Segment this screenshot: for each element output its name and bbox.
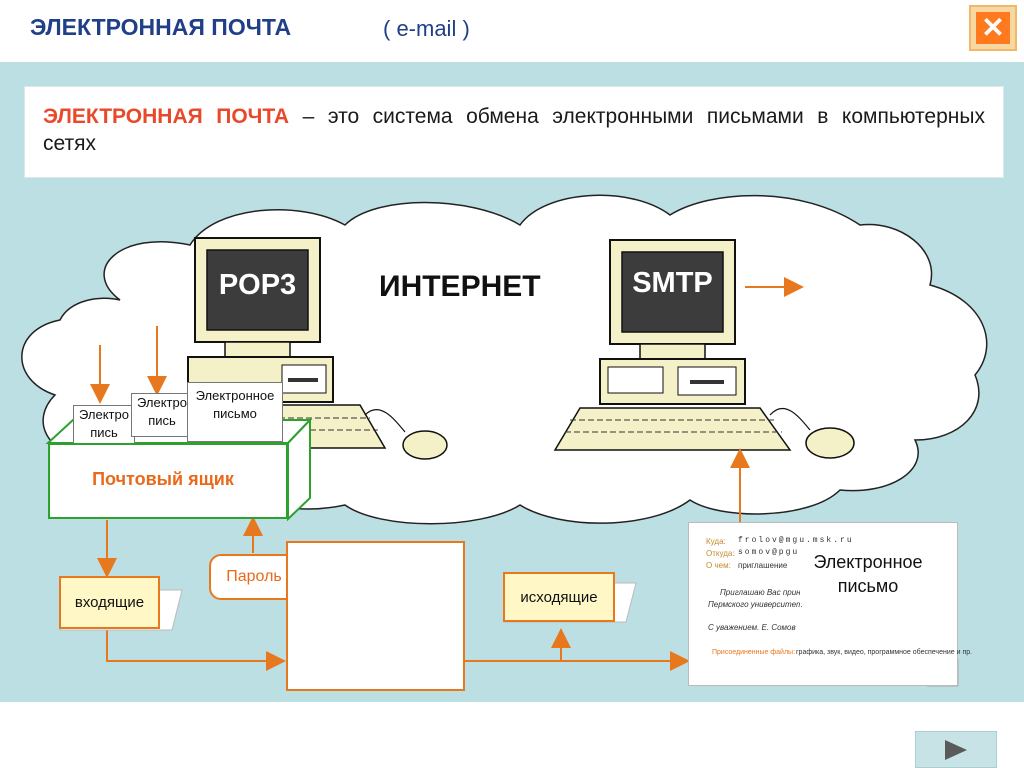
user-box	[286, 541, 465, 691]
definition-term: ЭЛЕКТРОННАЯ ПОЧТА	[43, 105, 290, 128]
close-icon: ✕	[976, 12, 1010, 44]
close-button[interactable]: ✕	[969, 5, 1017, 51]
footer-bar	[0, 702, 1024, 768]
outgoing-tag: исходящие	[503, 572, 615, 622]
letter-partial-2: Электро пись	[131, 393, 193, 437]
smtp-label: SMTP	[632, 267, 713, 299]
definition-box: ЭЛЕКТРОННАЯ ПОЧТА – это система обмена э…	[24, 86, 1004, 178]
header-bar	[0, 0, 1024, 62]
play-arrow-icon	[945, 739, 967, 760]
pop3-label: POP3	[218, 269, 297, 301]
internet-label: ИНТЕРНЕТ	[379, 270, 541, 303]
letter-full: Электронное письмо	[187, 382, 283, 442]
definition-text: – это система обмена электронными письма…	[43, 105, 985, 155]
smtp-computer-icon	[553, 239, 855, 459]
letter-partial-1: Электро пись	[73, 405, 135, 445]
page-title: ЭЛЕКТРОННАЯ ПОЧТА	[30, 14, 292, 40]
page-subtitle: ( e-mail )	[383, 16, 470, 41]
email-letter-label: Электронное письмо	[800, 550, 936, 606]
mailbox-label: Почтовый ящик	[92, 469, 234, 489]
mailbox	[48, 443, 288, 519]
incoming-tag: входящие	[59, 576, 160, 629]
password-badge: Пароль	[209, 554, 299, 600]
next-button[interactable]	[915, 731, 997, 768]
